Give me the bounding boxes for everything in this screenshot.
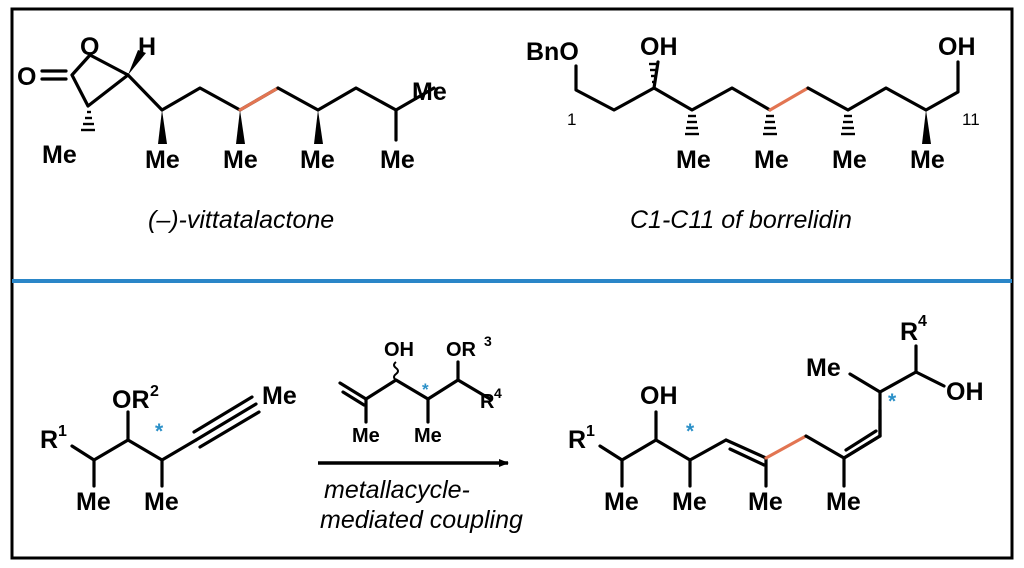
ring-o: O [80, 33, 99, 61]
bno-label: BnO [526, 38, 579, 66]
or2-label: OR [112, 386, 150, 414]
product-me3: Me [748, 488, 783, 516]
stereo-star-left: * [155, 420, 164, 443]
reagent-me2: Me [414, 425, 442, 447]
me-l1: Me [76, 488, 111, 516]
me-c2: Me [223, 146, 258, 174]
me-c1: Me [145, 146, 180, 174]
me-b4: Me [910, 146, 945, 174]
reagent-stereo-star: * [422, 380, 429, 399]
oh-top: OH [640, 33, 678, 61]
product-r1: R [568, 426, 586, 454]
arrow-label-line2: mediated coupling [320, 506, 523, 534]
product-structure [598, 344, 946, 488]
me-alpha: Me [42, 141, 77, 169]
c1-number: 1 [567, 110, 576, 129]
me-b1: Me [676, 146, 711, 174]
oh-end: OH [938, 33, 976, 61]
r1-label: R [40, 426, 58, 454]
reagent-me1: Me [352, 425, 380, 447]
alkyne-structure [70, 395, 261, 488]
reagent-or3-superscript: 3 [484, 333, 492, 349]
h-label: H [138, 33, 156, 61]
me-c3: Me [300, 146, 335, 174]
product-me1: Me [604, 488, 639, 516]
product-r1-superscript: 1 [586, 423, 595, 440]
c11-number: 11 [962, 110, 980, 129]
product-me-top: Me [806, 354, 841, 382]
r1-superscript: 1 [58, 423, 67, 440]
reagent-structure [338, 360, 492, 424]
product-oh-left: OH [640, 382, 678, 410]
product-me4: Me [826, 488, 861, 516]
product-r4-superscript: 4 [918, 313, 927, 330]
product-stereo-star1: * [686, 420, 695, 443]
borrelidin-caption: C1-C11 of borrelidin [630, 206, 852, 234]
product-oh-right: OH [946, 378, 984, 406]
vittatalactone-caption: (–)-vittatalactone [148, 206, 334, 234]
me-b2: Me [754, 146, 789, 174]
reagent-or3: OR [446, 339, 477, 361]
vittatalactone-structure [40, 50, 436, 144]
reagent-r4: R [480, 391, 495, 413]
me-b3: Me [832, 146, 867, 174]
arrow-label-line1: metallacycle- [324, 476, 470, 504]
hashed-bond [81, 110, 95, 132]
me-l2: Me [144, 488, 179, 516]
product-stereo-star2: * [888, 390, 897, 413]
borrelidin-structure [574, 60, 960, 144]
outer-frame [10, 7, 1014, 560]
me-end2: Me [412, 78, 447, 106]
carbonyl-o: O [17, 63, 36, 91]
me-end1: Me [380, 146, 415, 174]
me-alkyne: Me [262, 382, 297, 410]
product-r4: R [900, 318, 918, 346]
or2-superscript: 2 [150, 383, 159, 400]
reagent-r4-superscript: 4 [494, 385, 502, 401]
product-me2: Me [672, 488, 707, 516]
reagent-oh: OH [384, 339, 414, 361]
